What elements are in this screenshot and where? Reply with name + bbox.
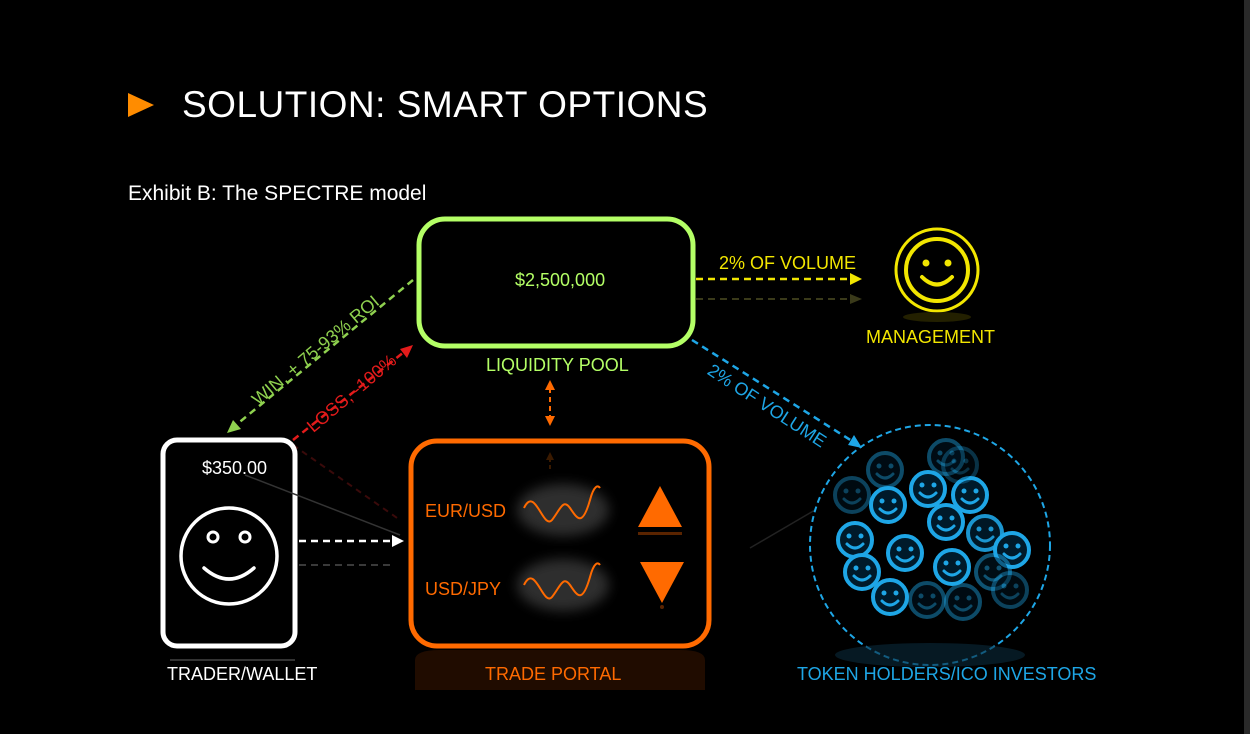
liquidity-pool-label: LIQUIDITY POOL <box>486 355 629 375</box>
investor-smiley-icon <box>833 476 871 514</box>
put-down-arrow-icon[interactable] <box>640 562 684 603</box>
eur-usd-sparkline <box>523 485 601 523</box>
trade-portal-box <box>408 438 712 649</box>
usd-jpy-pair[interactable]: USD/JPY <box>425 579 502 599</box>
management-fee-arrow <box>696 273 862 304</box>
investor-smiley-icon <box>869 486 907 524</box>
pool-portal-arrow <box>545 380 555 470</box>
management-smiley-icon <box>894 227 980 322</box>
eur-usd-pair[interactable]: EUR/USD <box>425 501 507 521</box>
investor-smiley-icon <box>927 438 965 476</box>
management-fee-label: 2% OF VOLUME <box>719 253 857 273</box>
investor-smiley-icon <box>871 578 909 616</box>
trader-wallet-label: TRADER/WALLET <box>167 664 318 684</box>
token-holders-label: TOKEN HOLDERS/ICO INVESTORS <box>797 664 1097 684</box>
loss-arrow <box>292 345 413 521</box>
trade-portal-label: TRADE PORTAL <box>485 664 622 684</box>
wallet-to-portal-arrow <box>299 535 404 566</box>
investor-smiley-icon <box>944 583 982 621</box>
slide-subtitle: Exhibit B: The SPECTRE model <box>128 182 427 205</box>
slide-title: SOLUTION: SMART OPTIONS <box>182 84 709 125</box>
investor-smiley-icon <box>909 470 947 508</box>
trader-wallet-box <box>160 437 298 649</box>
investor-smiley-icon <box>886 534 924 572</box>
usd-jpy-sparkline <box>523 562 601 600</box>
investor-smiley-icon <box>866 451 904 489</box>
slide-edge <box>1244 0 1250 734</box>
investor-smiley-icon <box>843 553 881 591</box>
liquidity-pool-box <box>416 216 696 349</box>
investor-smiley-icon <box>933 548 971 586</box>
investor-smiley-icon <box>836 521 874 559</box>
win-arrow <box>227 279 414 433</box>
portal-reflection <box>415 650 705 690</box>
token-holders-group <box>809 424 1051 667</box>
trader-smiley-icon <box>179 506 279 606</box>
investor-smiley-icon <box>908 581 946 619</box>
call-up-arrow-icon[interactable] <box>638 486 682 527</box>
title-row: SOLUTION: SMART OPTIONS <box>128 84 708 126</box>
investor-smiley-icon <box>966 514 1004 552</box>
liquidity-pool-value: $2,500,000 <box>515 270 606 290</box>
holders-fee-arrow <box>691 338 862 448</box>
investor-smiley-icon <box>941 446 979 484</box>
management-label: MANAGEMENT <box>866 327 996 347</box>
play-bullet-icon <box>128 93 154 117</box>
investor-smiley-icon <box>951 476 989 514</box>
wallet-shadow-lines <box>170 474 401 661</box>
investor-smiley-icon <box>991 571 1029 609</box>
investor-smiley-icon <box>927 503 965 541</box>
investor-smiley-icon <box>974 553 1012 591</box>
trader-wallet-value: $350.00 <box>202 458 268 478</box>
